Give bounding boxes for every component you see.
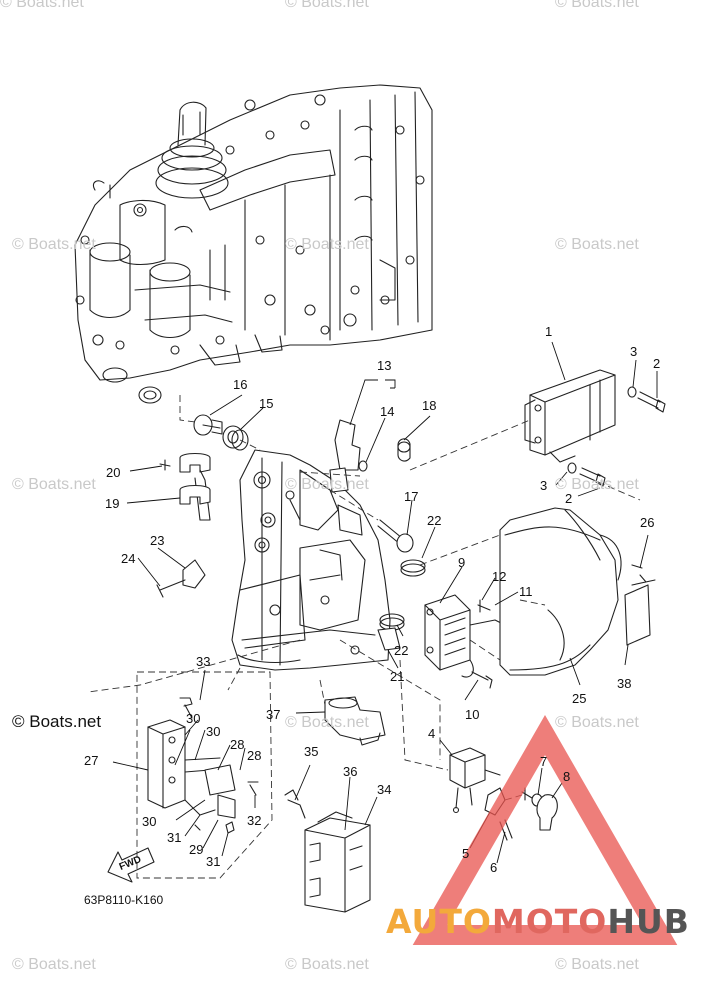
callout-20: 20 [106, 465, 121, 480]
callout-30: 30 [142, 814, 157, 829]
callout-14: 14 [380, 404, 395, 419]
watermark: © Boats.net [555, 0, 639, 11]
callout-34: 34 [377, 782, 392, 797]
parts-27-33-assembly [147, 697, 259, 834]
watermark: © Boats.net [285, 0, 369, 11]
callout-13: 13 [377, 358, 392, 373]
callout-25: 25 [572, 691, 587, 706]
logo-auto: AUTO [386, 902, 492, 941]
callout-21: 21 [390, 669, 405, 684]
watermark: © Boats.net [12, 956, 96, 973]
callout-31: 31 [206, 854, 221, 869]
callout-30: 30 [186, 711, 201, 726]
callout-3: 3 [630, 344, 638, 359]
callout-2: 2 [565, 491, 573, 506]
callout-10: 10 [465, 707, 480, 722]
callout-31: 31 [167, 830, 182, 845]
callout-6: 6 [490, 860, 498, 875]
parts-2-3-fasteners [567, 386, 666, 487]
callout-24: 24 [121, 551, 136, 566]
engine-block [74, 84, 433, 404]
callout-35: 35 [304, 744, 319, 759]
part-37-holder [324, 696, 386, 746]
part-1-cdi-unit [524, 369, 616, 463]
watermark: © Boats.net [285, 956, 369, 973]
watermark: © Boats.net [555, 236, 639, 253]
parts-19-20-clamps [156, 452, 211, 598]
callout-9: 9 [458, 555, 466, 570]
callout-38: 38 [617, 676, 632, 691]
parts-4-8-starter-relay [449, 747, 558, 841]
callout-22: 22 [394, 643, 409, 658]
callout-18: 18 [422, 398, 437, 413]
callout-12: 12 [492, 569, 507, 584]
electrical-bracket [231, 419, 391, 671]
logo-hub: HUB [607, 902, 690, 941]
callout-16: 16 [233, 377, 248, 392]
watermark-dark: © Boats.net [12, 712, 102, 731]
assembly-dashed-box [136, 671, 273, 879]
callout-32: 32 [247, 813, 262, 828]
automotohub-logo-triangle [412, 714, 678, 945]
callout-17: 17 [404, 489, 419, 504]
parts-17-22 [377, 519, 426, 631]
watermark: © Boats.net [555, 714, 639, 731]
watermark: © Boats.net [12, 476, 96, 493]
logo-moto: MOTO [491, 902, 608, 941]
callout-15: 15 [259, 396, 274, 411]
callout-36: 36 [343, 764, 358, 779]
diagram-code: 63P8110-K160 [84, 893, 164, 907]
part-25-cover [499, 507, 656, 676]
callout-3: 3 [540, 478, 548, 493]
callout-37: 37 [266, 707, 281, 722]
logo-text: AUTOMOTOHUB [386, 902, 690, 941]
callout-1: 1 [545, 324, 553, 339]
callout-leaders [112, 341, 658, 864]
callout-11: 11 [519, 584, 533, 599]
callout-27: 27 [84, 753, 99, 768]
watermark: © Boats.net [0, 0, 84, 11]
callout-23: 23 [150, 533, 165, 548]
callout-22: 22 [427, 513, 442, 528]
callout-29: 29 [189, 842, 204, 857]
parts-14-15-16-18-grommets [193, 414, 411, 472]
fwd-arrow [107, 847, 155, 883]
watermark: © Boats.net [555, 956, 639, 973]
callout-33: 33 [196, 654, 211, 669]
callout-28: 28 [247, 748, 262, 763]
parts-34-36-case [284, 789, 371, 913]
callout-28: 28 [230, 737, 245, 752]
callout-19: 19 [105, 496, 120, 511]
part-9-rectifier [377, 594, 506, 689]
watermark: © Boats.net [285, 236, 369, 253]
watermark: © Boats.net [555, 476, 639, 493]
callout-4: 4 [428, 726, 436, 741]
callout-30: 30 [206, 724, 221, 739]
callout-7: 7 [540, 754, 548, 769]
watermark: © Boats.net [285, 714, 369, 731]
callout-8: 8 [563, 769, 571, 784]
callout-5: 5 [462, 846, 470, 861]
callout-2: 2 [653, 356, 661, 371]
watermark: © Boats.net [12, 236, 96, 253]
watermark: © Boats.net [285, 476, 369, 493]
callout-26: 26 [640, 515, 655, 530]
